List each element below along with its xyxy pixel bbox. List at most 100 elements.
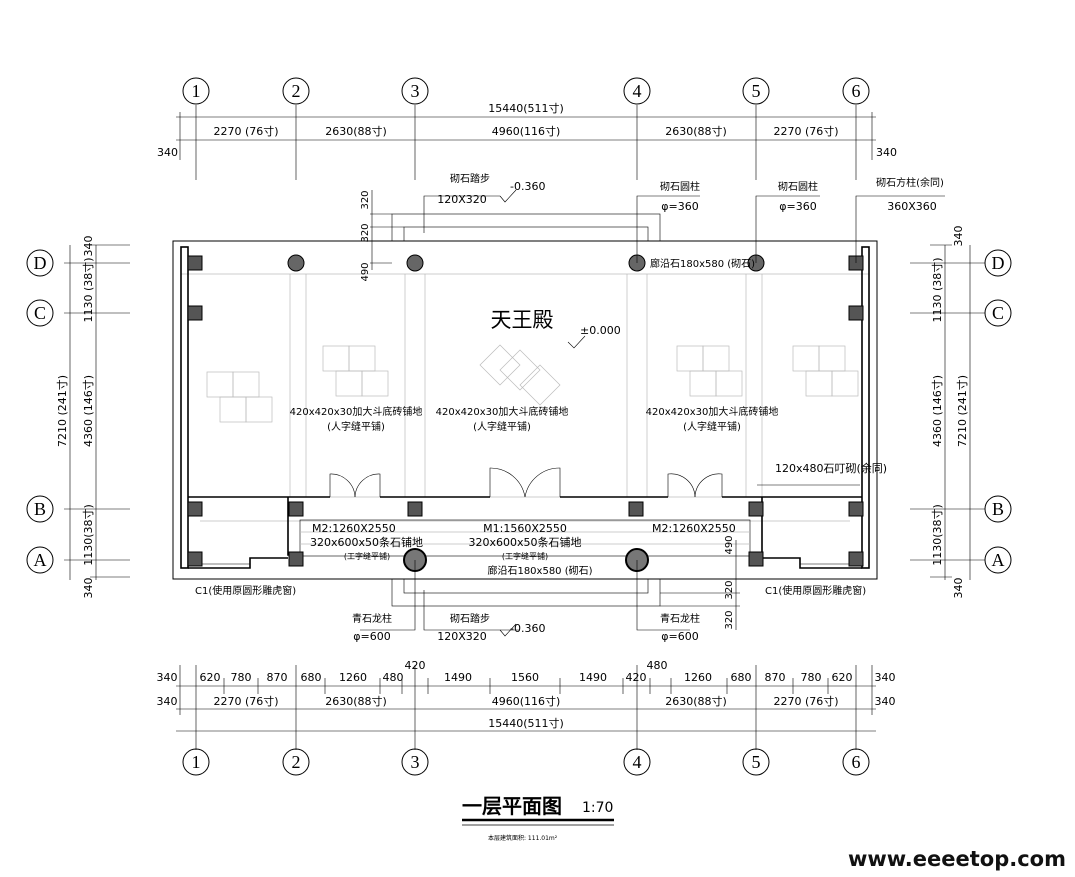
top-axis-bubbles: 1 2 3 4 5 6 — [182, 77, 870, 105]
square-column — [848, 501, 864, 517]
top-span-2: 2630(88寸) — [325, 124, 387, 138]
bottom-detail-16: 870 — [765, 671, 786, 684]
steps: 320 320 490 490 320 320 — [360, 190, 740, 630]
watermark: www.eeeetop.com — [848, 847, 1066, 871]
axis-bubble-b-right: B — [992, 499, 1004, 519]
title-block: 一层平面图 1:70 本层建筑面积: 111.01m² — [462, 794, 614, 842]
step-dim-top-3: 490 — [360, 262, 371, 281]
step-dim-bottom-3: 320 — [724, 610, 735, 629]
left-dim-edge-top: 340 — [82, 236, 95, 257]
floor-right: 420x420x30加大斗底砖铺地 — [646, 405, 779, 418]
square-column — [187, 305, 203, 321]
axis-bubble-b-left: B — [34, 499, 46, 519]
sill-top: 廊沿石180x580 (砌石) — [650, 257, 755, 270]
axis-bubble-1-bottom: 1 — [192, 752, 201, 772]
axis-bubble-6-top: 6 — [852, 81, 861, 101]
elev-top: -0.360 — [510, 180, 545, 193]
bottom-span-edge-left: 340 — [157, 695, 178, 708]
square-column — [288, 501, 304, 517]
left-dim-edge-bottom: 340 — [82, 578, 95, 599]
bottom-detail-2: 620 — [200, 671, 221, 684]
elev-floor: ±0.000 — [580, 324, 621, 337]
bottom-detail-7: 480 — [383, 671, 404, 684]
axis-bubble-d-left: D — [34, 253, 47, 273]
right-dim-dc: 1130 (38寸) — [930, 257, 944, 322]
top-span-1: 2270 (76寸) — [213, 124, 278, 138]
axis-bubble-c-right: C — [992, 303, 1004, 323]
bottom-span-3: 4960(116寸) — [492, 694, 561, 708]
axis-bubble-c-left: C — [34, 303, 46, 323]
bottom-detail-4: 870 — [267, 671, 288, 684]
bottom-detail-6: 1260 — [339, 671, 367, 684]
bottom-span-1: 2270 (76寸) — [213, 694, 278, 708]
left-dimension-chain: 340 1130 (38寸) 4360 (146寸) 1130(38寸) 340… — [26, 236, 130, 599]
bottom-detail-3: 780 — [231, 671, 252, 684]
right-dim-total: 7210 (241寸) — [955, 375, 969, 447]
col-round-b-name: 砌石圆柱 — [778, 180, 818, 193]
square-column — [628, 501, 644, 517]
step-bottom-size: 120X320 — [437, 630, 487, 643]
hall-name: 天王殿 — [491, 308, 554, 332]
col-round-b-size: φ=360 — [779, 200, 816, 213]
axis-bubble-2-top: 2 — [292, 81, 301, 101]
bottom-detail-12: 420 — [626, 671, 647, 684]
square-column — [748, 501, 764, 517]
area-note: 本层建筑面积: 111.01m² — [488, 834, 558, 842]
col-blue-left-size: φ=600 — [353, 630, 390, 643]
floor-left: 420x420x30加大斗底砖铺地 — [290, 405, 423, 418]
bottom-detail-8: 420 — [405, 659, 426, 672]
top-total-dim: 15440(511寸) — [488, 101, 564, 115]
bottom-detail-15: 680 — [731, 671, 752, 684]
right-dim-edge-top: 340 — [952, 226, 965, 247]
axis-bubble-5-top: 5 — [752, 81, 761, 101]
left-dim-total: 7210 (241寸) — [55, 375, 69, 447]
floor-mid: 420x420x30加大斗底砖铺地 — [436, 405, 569, 418]
top-edge-left: 340 — [157, 146, 178, 159]
axis-bubble-4-bottom: 4 — [633, 752, 642, 772]
square-column — [187, 255, 203, 271]
axis-bubble-3-bottom: 3 — [411, 752, 420, 772]
window-right: C1(使用原圆形雕虎窗) — [765, 584, 866, 597]
step-dim-top-1: 320 — [360, 190, 371, 209]
col-square-size: 360X360 — [887, 200, 937, 213]
drawing-scale: 1:70 — [582, 800, 613, 816]
square-column — [288, 551, 304, 567]
bottom-total-dim: 15440(511寸) — [488, 716, 564, 730]
step-dim-top-2: 320 — [360, 223, 371, 242]
door-m2-right: M2:1260X2550 — [652, 522, 736, 535]
top-span-4: 2630(88寸) — [665, 124, 727, 138]
bottom-detail-13: 480 — [647, 659, 668, 672]
bottom-detail-17: 780 — [801, 671, 822, 684]
square-column — [848, 551, 864, 567]
bottom-detail-9: 1490 — [444, 671, 472, 684]
step-top-size: 120X320 — [437, 193, 487, 206]
leader-lines — [360, 189, 945, 637]
bottom-detail-19: 340 — [875, 671, 896, 684]
axis-bubble-2-bottom: 2 — [292, 752, 301, 772]
bottom-axis-bubbles: 1 2 3 4 5 6 — [182, 748, 870, 776]
bottom-span-2: 2630(88寸) — [325, 694, 387, 708]
round-column — [406, 254, 424, 272]
bottom-span-edge-right: 340 — [875, 695, 896, 708]
door-m2-left: M2:1260X2550 — [312, 522, 396, 535]
bottom-detail-10: 1560 — [511, 671, 539, 684]
paving-left-sub: (工字缝平铺) — [344, 551, 390, 561]
col-square-name: 砌石方柱(余同) — [876, 176, 944, 189]
bottom-detail-14: 1260 — [684, 671, 712, 684]
col-round-a-name: 砌石圆柱 — [660, 180, 700, 193]
col-blue-left-name: 青石龙柱 — [352, 612, 392, 625]
right-dimension-chain: 340 1130 (38寸) 4360 (146寸) 1130(38寸) 340… — [910, 226, 1012, 599]
annotations: 砌石踏步 120X320 -0.360 砌石圆柱 φ=360 砌石圆柱 φ=36… — [195, 172, 944, 643]
round-column — [287, 254, 305, 272]
col-blue-right-name: 青石龙柱 — [660, 612, 700, 625]
paving-mid-sub: (工字缝平铺) — [502, 551, 548, 561]
square-column — [748, 551, 764, 567]
floor-pattern-hints — [206, 344, 859, 423]
col-blue-right-size: φ=600 — [661, 630, 698, 643]
top-edge-right: 340 — [876, 146, 897, 159]
left-dim-ba: 1130(38寸) — [81, 504, 95, 566]
axis-bubble-1-top: 1 — [192, 81, 201, 101]
sill-bottom: 廊沿石180x580 (砌石) — [487, 564, 592, 577]
axis-bubble-3-top: 3 — [411, 81, 420, 101]
